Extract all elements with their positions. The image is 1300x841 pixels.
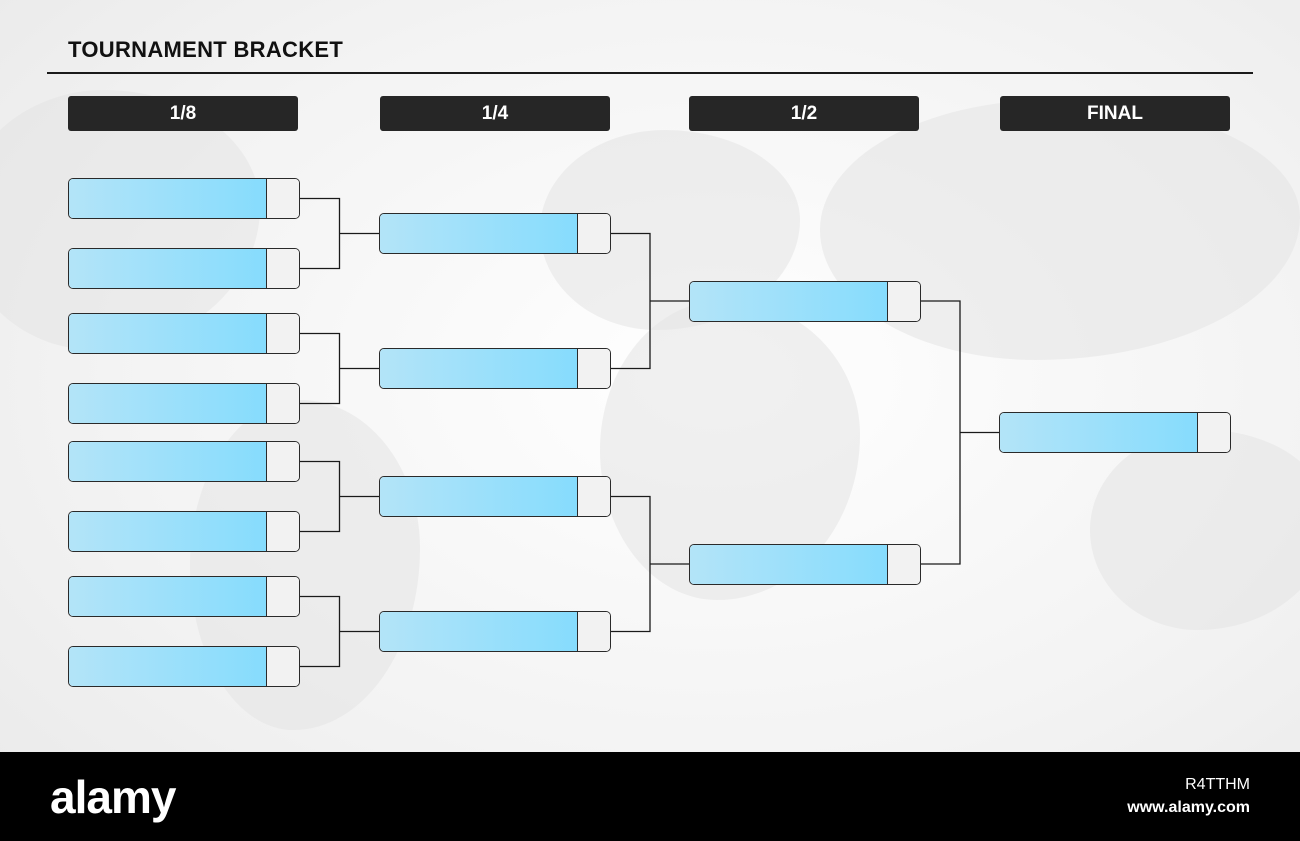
bracket-slot-round-1-7[interactable] [68,576,300,617]
team-name-field[interactable] [69,249,267,288]
score-box[interactable] [267,249,299,288]
score-box[interactable] [267,314,299,353]
team-name-field[interactable] [380,349,578,388]
score-box[interactable] [888,544,920,584]
bracket-stage: TOURNAMENT BRACKET 1/8 1/4 1/2 FINAL [0,37,1300,730]
team-name-field[interactable] [69,577,267,616]
bracket-connector-line [611,495,689,633]
score-box[interactable] [267,577,299,616]
team-name-field[interactable] [380,477,578,516]
bracket-connectors [300,197,999,668]
score-box[interactable] [267,384,299,423]
score-box[interactable] [578,214,610,253]
round-header-final: FINAL [1000,96,1230,131]
round-header-1-2: 1/2 [689,96,919,131]
team-name-field[interactable] [69,647,267,686]
footer-url: www.alamy.com [1127,799,1250,816]
bracket-slot-round-2-4[interactable] [379,611,611,652]
footer-logo: alamy [50,771,176,823]
score-box[interactable] [578,349,610,388]
team-name-field[interactable] [69,384,267,423]
bracket-slot-round-1-5[interactable] [68,441,300,482]
page-title: TOURNAMENT BRACKET [68,37,344,62]
bracket-slot-round-3-1[interactable] [689,280,921,322]
team-name-field[interactable] [690,544,888,584]
bracket-slot-round-2-2[interactable] [379,348,611,389]
team-name-field[interactable] [1000,413,1198,452]
team-name-field[interactable] [69,512,267,551]
score-box[interactable] [578,477,610,516]
round-header-1-8: 1/8 [68,96,298,131]
score-box[interactable] [267,179,299,218]
team-name-field[interactable] [69,179,267,218]
bracket-connector-line [300,332,379,405]
bracket-slot-round-1-4[interactable] [68,383,300,424]
bracket-slot-round-2-3[interactable] [379,476,611,517]
team-name-field[interactable] [69,442,267,481]
bracket-slot-round-1-3[interactable] [68,313,300,354]
score-box[interactable] [267,512,299,551]
round-header-1-4: 1/4 [380,96,610,131]
team-name-field[interactable] [690,281,888,321]
score-box[interactable] [888,281,920,321]
bracket-connector-line [611,232,689,370]
bracket-connector-line [300,595,379,668]
score-box[interactable] [267,442,299,481]
footer-image-id: R4TTHM [1185,776,1250,793]
bracket-slot-round-3-2[interactable] [689,543,921,585]
score-box[interactable] [578,612,610,651]
bracket-slot-round-2-1[interactable] [379,213,611,254]
title-divider [47,72,1253,74]
bracket-connector-line [300,197,379,270]
bracket-slot-round-1-2[interactable] [68,248,300,289]
score-box[interactable] [267,647,299,686]
team-name-field[interactable] [380,214,578,253]
bracket-connector-line [921,300,999,565]
map-background-shape [1090,430,1300,630]
team-name-field[interactable] [380,612,578,651]
bracket-slot-round-4-1[interactable] [999,412,1231,453]
bracket-slot-round-1-6[interactable] [68,511,300,552]
bracket-connector-line [300,460,379,533]
bracket-slot-round-1-1[interactable] [68,178,300,219]
team-name-field[interactable] [69,314,267,353]
score-box[interactable] [1198,413,1230,452]
footer-bar: alamy R4TTHM www.alamy.com [0,752,1300,841]
bracket-slot-round-1-8[interactable] [68,646,300,687]
